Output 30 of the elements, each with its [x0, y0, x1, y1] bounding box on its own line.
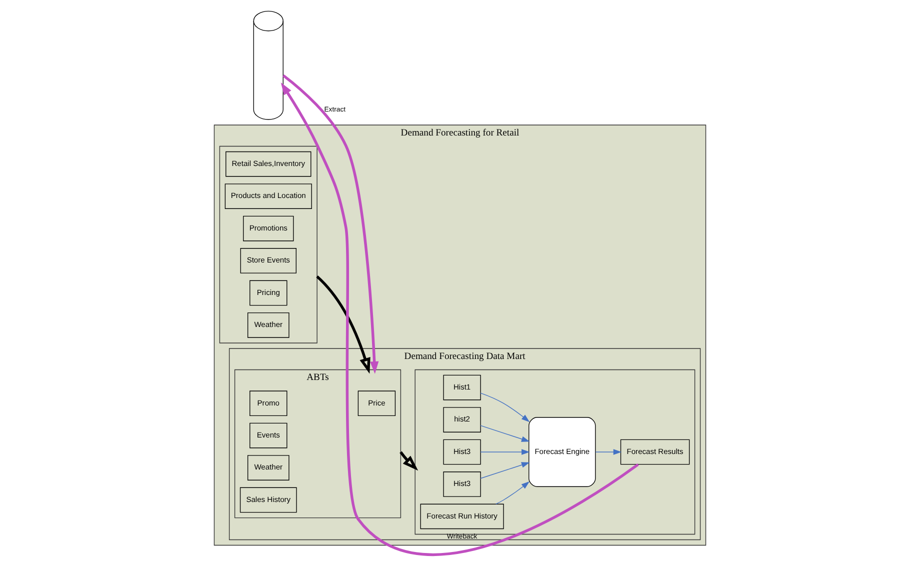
node-box: hist2 [442, 407, 480, 432]
node-box: Sales History [239, 487, 296, 513]
node-box: Promotions [242, 216, 294, 242]
arrow [280, 82, 638, 556]
node-box: Events [249, 422, 287, 448]
arrow [594, 449, 622, 455]
node-box: Weather [246, 455, 289, 480]
arrow [480, 449, 530, 455]
arrow [480, 425, 530, 442]
node-box: Price [357, 390, 396, 416]
node-box: Hist3 [442, 439, 480, 465]
arrow [282, 74, 378, 374]
node-box: Hist1 [442, 374, 480, 400]
arrow [495, 481, 530, 504]
node-box: Forecast Engine [528, 417, 596, 487]
cluster [414, 369, 695, 535]
node-box: Store Events [240, 248, 296, 274]
node-box: Forecast Run History [420, 504, 504, 530]
arrow [480, 462, 530, 479]
arrow [316, 276, 370, 374]
arrow [399, 451, 418, 471]
node-box: Products and Location [224, 184, 312, 209]
node-box: Weather [246, 312, 289, 338]
node-box: Retail Sales,Inventory [225, 151, 311, 177]
node-box: Promo [249, 390, 287, 416]
node-box: Hist3 [442, 472, 480, 497]
arrow [480, 392, 530, 422]
node-box: Forecast Results [620, 439, 690, 465]
node-box: Pricing [249, 280, 287, 306]
cluster [218, 146, 317, 344]
